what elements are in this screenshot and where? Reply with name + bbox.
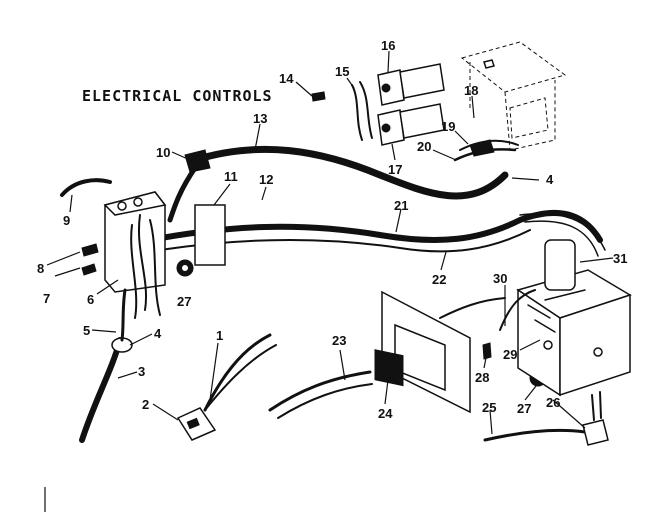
part-17-switch: [377, 103, 445, 146]
part-10-connector: [167, 149, 211, 223]
callout-20: 20: [417, 139, 431, 154]
callout-22: 22: [432, 272, 446, 287]
part-18-bracket: [460, 41, 567, 151]
callout-12: 12: [259, 172, 273, 187]
callout-10: 10: [156, 145, 170, 160]
callout-7: 7: [43, 291, 50, 306]
part-2-switch: [176, 407, 217, 441]
callout-5: 5: [83, 323, 90, 338]
part-15-wire: [351, 81, 373, 141]
callout-labels: 1 2 3 4 4 5 6 7 8 9 10 11 12 13 14 15 16…: [37, 38, 627, 421]
callout-27a: 27: [177, 294, 191, 309]
callout-16: 16: [381, 38, 395, 53]
callout-1: 1: [216, 328, 223, 343]
callout-11: 11: [224, 169, 238, 184]
part-11-shield: [194, 204, 226, 266]
part-9-clip: [60, 178, 112, 197]
left-bracket-assembly: [103, 191, 226, 319]
callout-26: 26: [546, 395, 560, 410]
callout-19: 19: [441, 119, 455, 134]
callout-31: 31: [613, 251, 627, 266]
diagram-title: ELECTRICAL CONTROLS: [82, 87, 273, 105]
callout-2: 2: [142, 397, 149, 412]
part-28-screw: [482, 342, 492, 360]
callout-18: 18: [464, 83, 478, 98]
part-25-wire: [483, 428, 587, 442]
callout-29: 29: [503, 347, 517, 362]
part-16-switch: [377, 63, 445, 106]
part-3-5-cord: [79, 288, 133, 443]
callout-17: 17: [388, 162, 402, 177]
callout-30: 30: [493, 271, 507, 286]
part-23-24-panel: [268, 290, 506, 419]
part-27-grommet-left: [176, 259, 194, 277]
callout-8: 8: [37, 261, 44, 276]
part-8-screw: [81, 243, 99, 257]
callout-13: 13: [253, 111, 267, 126]
part-13-conduit: [191, 145, 509, 200]
callout-4a: 4: [154, 326, 162, 341]
callout-27b: 27: [517, 401, 531, 416]
callout-28: 28: [475, 370, 489, 385]
callout-23: 23: [332, 333, 346, 348]
callout-15: 15: [335, 64, 349, 79]
part-14-screw: [311, 91, 326, 102]
callout-25: 25: [482, 400, 496, 415]
part-30-wire: [499, 289, 536, 331]
callout-leaders: [46, 50, 614, 435]
callout-9: 9: [63, 213, 70, 228]
part-31-timer-box: [516, 239, 632, 397]
part-1-wire: [203, 333, 277, 412]
part-26-plug: [582, 391, 609, 446]
callout-21: 21: [394, 198, 408, 213]
callout-24: 24: [378, 406, 393, 421]
part-19-20-wires: [453, 139, 519, 162]
part-7-screw: [81, 263, 97, 276]
callout-6: 6: [87, 292, 94, 307]
callout-4b: 4: [546, 172, 554, 187]
callout-14: 14: [279, 71, 294, 86]
callout-3: 3: [138, 364, 145, 379]
